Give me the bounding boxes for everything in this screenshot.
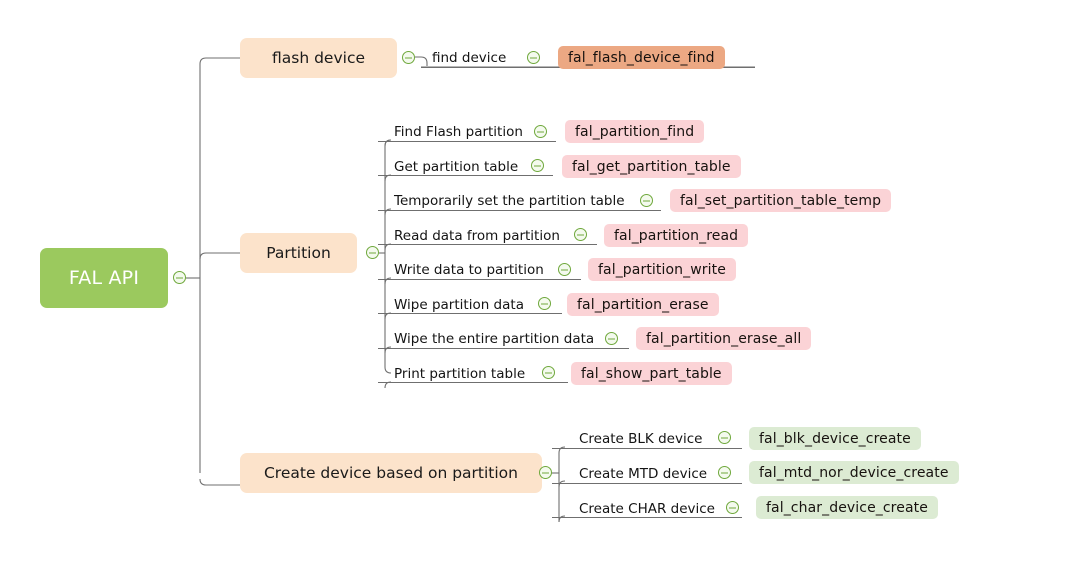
leaf-underline (378, 382, 568, 383)
api-pill-text: fal_get_partition_table (572, 158, 731, 175)
api-pill-text: fal_show_part_table (581, 365, 722, 382)
wipe-entire-partition-data-collapse-toggle-icon[interactable] (605, 332, 618, 345)
api-pill-text: fal_set_partition_table_temp (680, 192, 882, 209)
api-pill-fal-char-device-create[interactable]: fal_char_device_create (756, 496, 938, 519)
create-blk-device-collapse-toggle-icon[interactable] (718, 431, 731, 444)
leaf-underline (378, 348, 629, 349)
find-flash-partition-collapse-toggle-icon[interactable] (534, 125, 547, 138)
root-collapse-toggle-icon[interactable] (173, 271, 186, 284)
create-mtd-device-collapse-toggle-icon[interactable] (718, 466, 731, 479)
leaf-label-text: find device (432, 50, 507, 66)
leaf-underline (378, 313, 562, 314)
leaf-label-text: Wipe partition data (394, 297, 524, 313)
api-pill-fal-get-partition-table[interactable]: fal_get_partition_table (562, 155, 741, 178)
topic-node-partition[interactable]: Partition (240, 233, 357, 273)
temporarily-set-partition-table-collapse-toggle-icon[interactable] (640, 194, 653, 207)
leaf-label-create-mtd-device[interactable]: Create MTD device (579, 463, 707, 485)
partition-collapse-toggle-icon[interactable] (366, 246, 379, 259)
api-pill-text: fal_mtd_nor_device_create (759, 464, 949, 481)
api-pill-text: fal_blk_device_create (759, 430, 911, 447)
api-pill-fal-partition-read[interactable]: fal_partition_read (604, 224, 749, 247)
root-node-label: FAL API (68, 267, 140, 289)
api-pill-text: fal_partition_read (614, 227, 739, 244)
leaf-label-wipe-partition-data[interactable]: Wipe partition data (394, 294, 524, 316)
api-pill-fal-partition-erase[interactable]: fal_partition_erase (567, 293, 719, 316)
topic-node-label: flash device (272, 49, 365, 67)
flash-device-collapse-toggle-icon[interactable] (402, 51, 415, 64)
leaf-underline (378, 175, 553, 176)
api-pill-fal-show-part-table[interactable]: fal_show_part_table (571, 362, 732, 385)
leaf-label-text: Create MTD device (579, 466, 708, 482)
api-pill-fal-partition-find[interactable]: fal_partition_find (565, 120, 705, 143)
leaf-label-text: Write data to partition (394, 262, 544, 278)
api-pill-text: fal_flash_device_find (568, 49, 715, 66)
find-device-collapse-toggle-icon[interactable] (527, 51, 540, 64)
leaf-label-text: Print partition table (394, 366, 526, 382)
leaf-label-text: Read data from partition (394, 228, 560, 244)
leaf-label-find-device[interactable]: find device (432, 47, 506, 69)
leaf-label-text: Get partition table (394, 159, 519, 175)
print-partition-table-collapse-toggle-icon[interactable] (542, 366, 555, 379)
api-pill-fal-set-partition-table-temp[interactable]: fal_set_partition_table_temp (670, 189, 892, 212)
api-pill-fal-partition-write[interactable]: fal_partition_write (588, 258, 736, 281)
topic-node-label: Partition (266, 244, 331, 262)
leaf-underline (378, 279, 581, 280)
leaf-underline (378, 210, 661, 211)
leaf-label-write-data-to-partition[interactable]: Write data to partition (394, 259, 544, 281)
api-pill-text: fal_partition_erase_all (646, 330, 802, 347)
topic-node-flash-device[interactable]: flash device (240, 38, 397, 78)
leaf-label-read-data-from-partition[interactable]: Read data from partition (394, 225, 560, 247)
root-node[interactable]: FAL API (40, 248, 168, 308)
leaf-label-text: Create BLK device (579, 431, 703, 447)
leaf-label-text: Wipe the entire partition data (394, 331, 595, 347)
leaf-label-find-flash-partition[interactable]: Find Flash partition (394, 121, 523, 143)
wipe-partition-data-collapse-toggle-icon[interactable] (538, 297, 551, 310)
leaf-label-get-partition-table[interactable]: Get partition table (394, 156, 518, 178)
api-pill-text: fal_char_device_create (766, 499, 928, 516)
api-pill-fal-blk-device-create[interactable]: fal_blk_device_create (749, 427, 921, 450)
api-pill-text: fal_partition_erase (577, 296, 709, 313)
leaf-underline (552, 483, 742, 484)
leaf-underline (552, 448, 742, 449)
leaf-underline (378, 244, 597, 245)
leaf-label-wipe-the-entire-partition-data[interactable]: Wipe the entire partition data (394, 328, 594, 350)
leaf-label-temporarily-set-the-partition-table[interactable]: Temporarily set the partition table (394, 190, 625, 212)
leaf-underline (552, 517, 742, 518)
read-data-from-partition-collapse-toggle-icon[interactable] (574, 228, 587, 241)
topic-node-label: Create device based on partition (263, 464, 518, 482)
api-pill-text: fal_partition_write (598, 261, 726, 278)
leaf-underline (378, 141, 556, 142)
leaf-label-text: Temporarily set the partition table (394, 193, 625, 209)
leaf-label-text: Create CHAR device (579, 501, 715, 517)
api-pill-fal-partition-erase-all[interactable]: fal_partition_erase_all (636, 327, 812, 350)
leaf-label-print-partition-table[interactable]: Print partition table (394, 363, 525, 385)
create-char-device-collapse-toggle-icon[interactable] (726, 501, 739, 514)
topic-node-create-device-based-on-partition[interactable]: Create device based on partition (240, 453, 542, 493)
api-pill-fal-mtd-nor-device-create[interactable]: fal_mtd_nor_device_create (749, 461, 959, 484)
api-pill-fal-flash-device-find[interactable]: fal_flash_device_find (558, 46, 725, 69)
leaf-label-create-blk-device[interactable]: Create BLK device (579, 428, 702, 450)
write-data-to-partition-collapse-toggle-icon[interactable] (558, 263, 571, 276)
leaf-label-text: Find Flash partition (394, 124, 523, 140)
leaf-label-create-char-device[interactable]: Create CHAR device (579, 498, 715, 520)
create-device-collapse-toggle-icon[interactable] (539, 466, 552, 479)
api-pill-text: fal_partition_find (575, 123, 695, 140)
get-partition-table-collapse-toggle-icon[interactable] (531, 159, 544, 172)
